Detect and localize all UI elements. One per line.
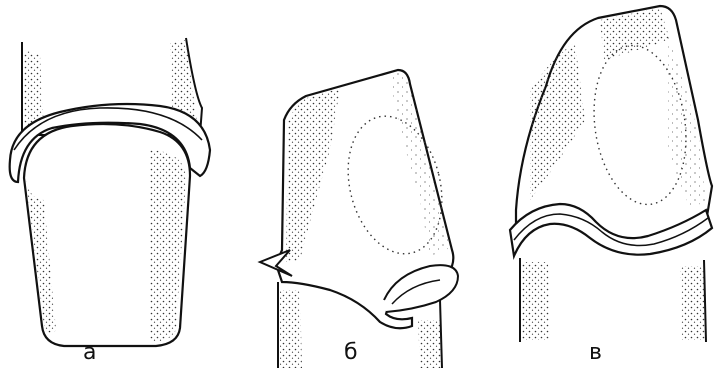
panel-b-drawing [260,70,458,368]
panel-label-a: а [83,342,96,364]
panel-label-c: в [589,342,602,364]
panel-b-crown [260,70,458,328]
panel-c-crown [510,6,712,256]
panel-a-crown [24,124,190,346]
panel-label-b: б [344,342,358,364]
panel-a-drawing [10,38,210,346]
panel-c-root [520,258,706,342]
panel-c-drawing [510,6,712,342]
